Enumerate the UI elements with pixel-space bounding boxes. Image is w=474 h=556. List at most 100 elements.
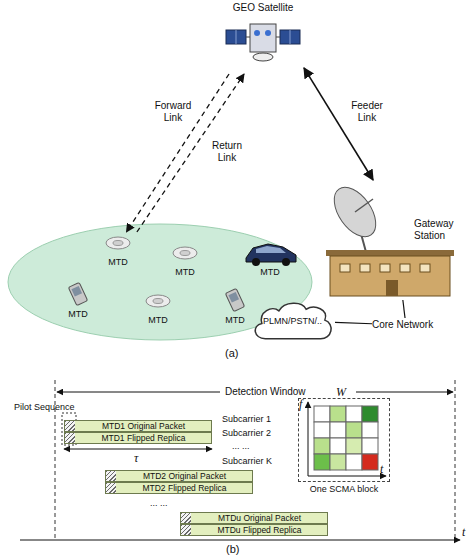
satellite-icon — [226, 24, 300, 61]
panel-label: (a) — [225, 347, 238, 359]
duration-symbol: τ — [134, 452, 138, 464]
link-label: Forward Link — [150, 100, 196, 124]
gateway-dish — [326, 180, 384, 244]
grid-cell — [362, 438, 378, 454]
grid-cell — [346, 406, 362, 422]
link-line — [126, 74, 229, 232]
building-window — [340, 264, 350, 272]
detector-shell — [173, 247, 197, 259]
grid-cell — [362, 422, 378, 438]
node-text: MTD — [47, 309, 109, 320]
subcarrier-label: Subcarrier K — [222, 456, 272, 467]
gateway-node: Gateway Station — [322, 180, 470, 300]
building-door — [386, 280, 398, 296]
phone-body — [225, 288, 244, 311]
node-text: PLMN/PSTN/.. — [250, 316, 335, 326]
phone-screen — [228, 292, 239, 303]
axis-label: t — [462, 526, 465, 538]
phone-body — [68, 282, 87, 305]
grid-cell — [330, 422, 346, 438]
solar-panel — [280, 30, 300, 44]
node-text: MTDu Flipped Replica — [192, 525, 327, 535]
satellite-lens — [254, 30, 260, 36]
building-window — [420, 264, 430, 272]
grid-cell — [330, 454, 346, 470]
node-text: Gateway Station — [414, 218, 470, 242]
satellite-body — [250, 24, 276, 52]
device-node: MTD — [135, 290, 181, 326]
packet-box: MTD2 Original Packet — [105, 470, 253, 482]
device-node: MTD — [162, 242, 208, 278]
car-wheel — [282, 258, 290, 266]
satellite-node: GEO Satellite — [222, 2, 304, 74]
subcarrier-label: Subcarrier 1 — [222, 414, 271, 425]
grid-cell — [314, 454, 330, 470]
satellite-dish — [253, 53, 273, 61]
gateway-building — [330, 256, 450, 296]
window-boundary — [455, 380, 456, 540]
satellite-lens — [265, 30, 271, 36]
frequency-axis — [308, 402, 309, 476]
node-text: GEO Satellite — [210, 2, 316, 14]
window-label: Detection Window — [225, 386, 306, 398]
device-node: MTD — [212, 288, 258, 326]
packet-box: MTD2 Flipped Replica — [105, 482, 253, 494]
detector-center — [180, 251, 190, 256]
node-text: MTD — [154, 267, 216, 278]
node-text: MTDu Original Packet — [192, 513, 327, 523]
node-text: MTD2 Original Packet — [117, 471, 252, 481]
packet-box: MTD1 Original Packet — [64, 420, 212, 432]
network-cloud: PLMN/PSTN/.. — [250, 300, 335, 342]
link-line — [335, 322, 372, 323]
axis-label: t — [380, 463, 383, 475]
packet-box: MTDu Flipped Replica — [180, 524, 328, 536]
scma-grid — [314, 406, 378, 470]
duration-arrow — [64, 449, 212, 450]
ellipsis: ... ... — [232, 441, 250, 452]
node-text: MTD — [232, 267, 308, 278]
block-time-axis — [308, 476, 386, 477]
phone-icon — [68, 282, 244, 311]
device-node: MTD — [55, 282, 101, 320]
panel-arm — [246, 37, 250, 38]
node-text: MTD1 Original Packet — [76, 421, 211, 431]
window-arrow — [57, 392, 220, 393]
detector-center — [113, 241, 123, 246]
node-text: MTD — [87, 257, 149, 268]
panel-arm — [276, 37, 280, 38]
car-icon — [246, 244, 296, 266]
detector-shell — [146, 295, 170, 307]
detector-shell — [106, 237, 130, 249]
panel-grid — [236, 30, 237, 44]
solar-panel — [226, 30, 246, 44]
grid-cell — [314, 438, 330, 454]
link-line — [304, 68, 373, 180]
link-label: Return Link — [205, 140, 249, 164]
grid-cell — [362, 406, 378, 422]
link-line — [403, 300, 405, 318]
building-window — [380, 264, 390, 272]
device-node: MTD — [95, 232, 141, 268]
building-window — [400, 264, 410, 272]
panel-label: (b) — [226, 543, 239, 555]
ellipsis: ... ... — [150, 498, 168, 509]
grid-cell — [314, 422, 330, 438]
grid-cell — [314, 406, 330, 422]
node-text: Core Network — [372, 318, 433, 332]
car-window — [256, 246, 286, 253]
grid-cell — [330, 406, 346, 422]
grid-cell — [362, 454, 378, 470]
grid-cell — [330, 438, 346, 454]
pilot-label: Pilot Sequence — [14, 402, 75, 413]
packet-box: MTDu Original Packet — [180, 512, 328, 524]
node-text: MTD — [127, 315, 189, 326]
axis-label: f — [299, 398, 302, 410]
building-roof — [326, 250, 454, 256]
window-arrow — [356, 392, 453, 393]
node-text: MTD2 Flipped Replica — [117, 483, 252, 493]
node-text: One SCMA block — [289, 484, 399, 494]
time-axis — [20, 540, 460, 541]
grid-cell — [346, 454, 362, 470]
core-network-node: Core Network — [372, 318, 444, 332]
